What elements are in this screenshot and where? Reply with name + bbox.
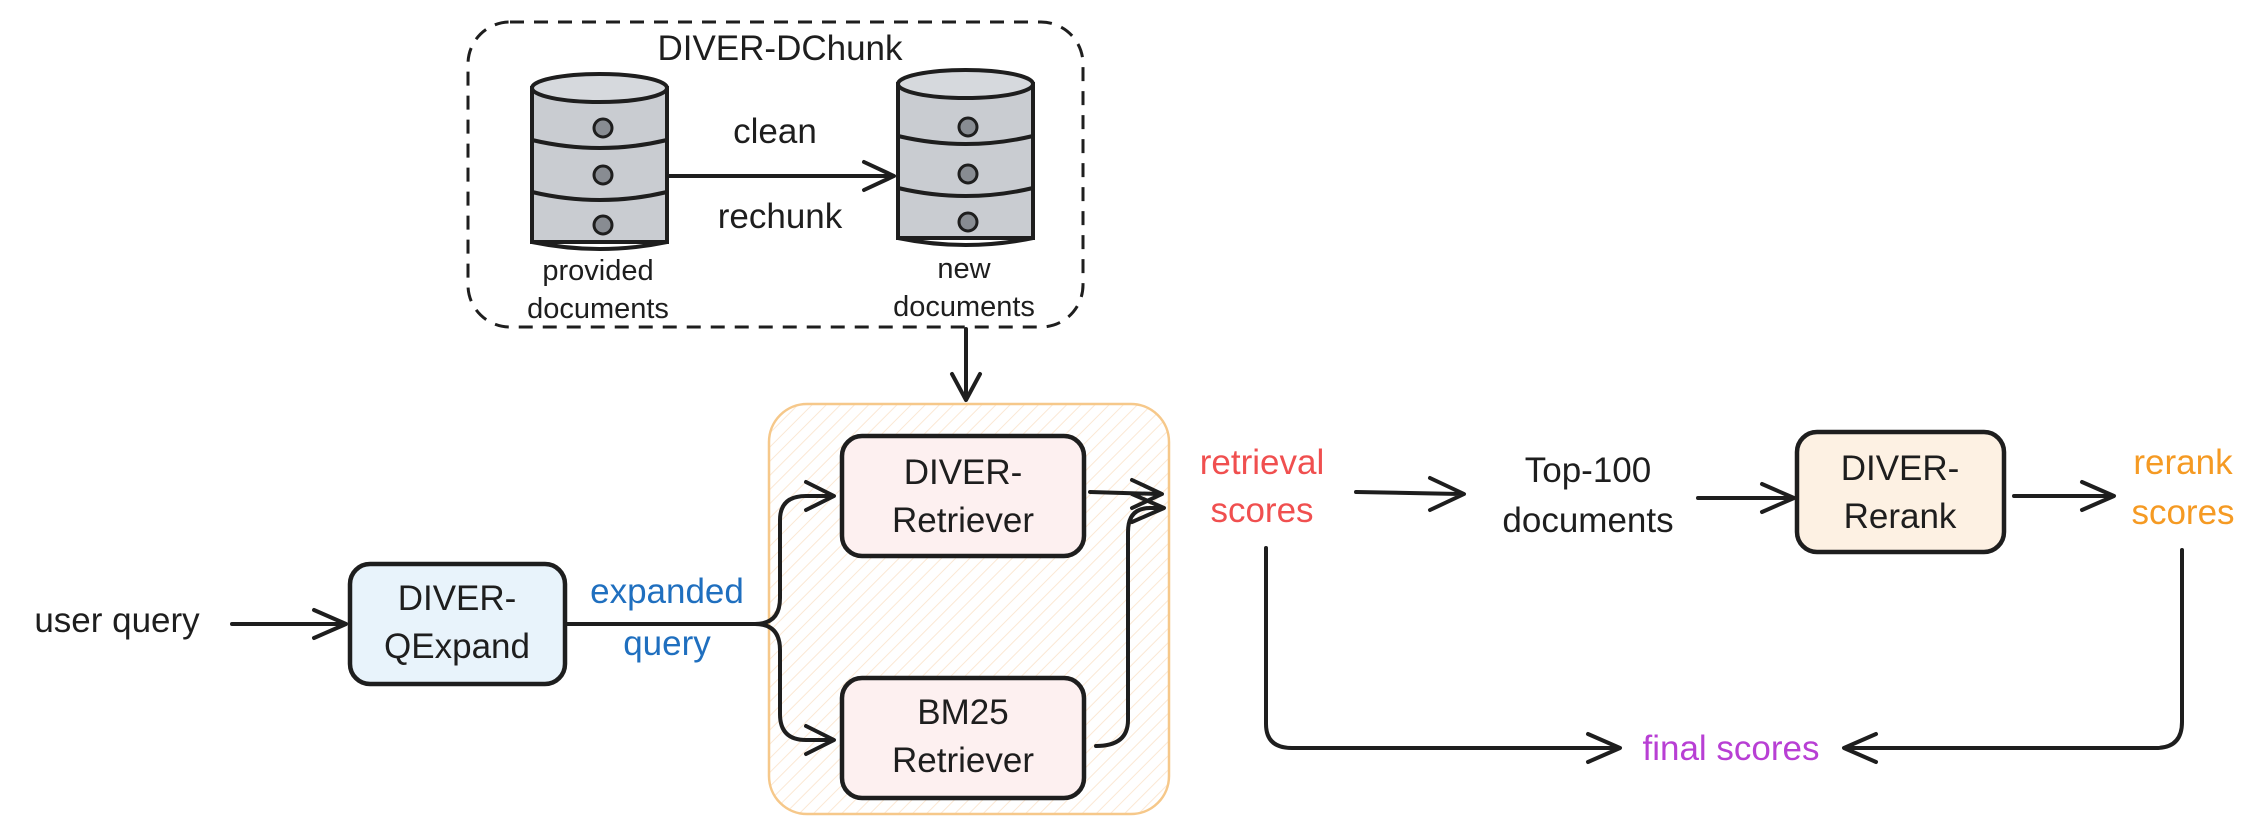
expanded-query-label-2: query — [623, 624, 711, 663]
database-icon-new — [896, 68, 1035, 247]
rerank-scores-label-2: scores — [2131, 493, 2234, 532]
retrieval-scores-label-2: scores — [1210, 491, 1313, 530]
query-to-qexpand-arrow — [230, 608, 348, 640]
qexpand-to-diver-retriever-arrow — [565, 480, 836, 626]
clean-label: clean — [733, 112, 817, 151]
new-documents-label-1: new — [937, 253, 991, 285]
diver-retriever-label-2: Retriever — [892, 501, 1034, 540]
database-icon-provided — [530, 72, 669, 251]
diver-retriever-label-1: DIVER- — [904, 453, 1023, 492]
diver-rerank-label-1: DIVER- — [1841, 449, 1960, 488]
diver-rerank-box — [1794, 429, 2007, 555]
top100-label-1: Top-100 — [1525, 451, 1651, 490]
top100-to-rerank-arrow — [1696, 482, 1796, 514]
qexpand-to-bm25-arrow — [753, 622, 836, 756]
rechunk-label: rechunk — [718, 197, 843, 236]
rerank-to-scores-arrow — [2012, 480, 2116, 512]
dchunk-dashed-border — [466, 20, 1085, 329]
provided-documents-label-1: provided — [542, 255, 653, 287]
dchunk-to-retrievers-arrow — [950, 327, 982, 402]
top100-label-2: documents — [1502, 501, 1673, 540]
new-documents-label-2: documents — [893, 291, 1035, 323]
diver-retriever-box — [839, 433, 1087, 559]
bm25-label-1: BM25 — [917, 693, 1008, 732]
expanded-query-label-1: expanded — [590, 572, 744, 611]
qexpand-label-1: DIVER- — [398, 579, 517, 618]
dchunk-group: DIVER-DChunk provided documents new docu — [466, 20, 1085, 329]
bm25-label-2: Retriever — [892, 741, 1034, 780]
scores-to-top100-arrow — [1354, 476, 1466, 512]
diver-rerank-label-2: Rerank — [1844, 497, 1957, 536]
rerank-to-final-arrow — [1842, 548, 2184, 764]
clean-rechunk-arrow — [666, 160, 896, 192]
rerank-scores-label-1: rerank — [2133, 443, 2233, 482]
retrieval-scores-label-1: retrieval — [1200, 443, 1324, 482]
retrieval-to-final-arrow — [1264, 546, 1622, 764]
dchunk-title: DIVER-DChunk — [657, 29, 903, 68]
provided-documents-label-2: documents — [527, 293, 669, 325]
user-query-label: user query — [34, 601, 200, 640]
qexpand-label-2: QExpand — [384, 627, 530, 666]
bm25-retriever-box — [839, 675, 1087, 801]
bm25-to-scores-arrow — [1094, 492, 1166, 748]
final-scores-label: final scores — [1642, 729, 1819, 768]
diver-retriever-to-scores-arrow — [1088, 478, 1164, 510]
